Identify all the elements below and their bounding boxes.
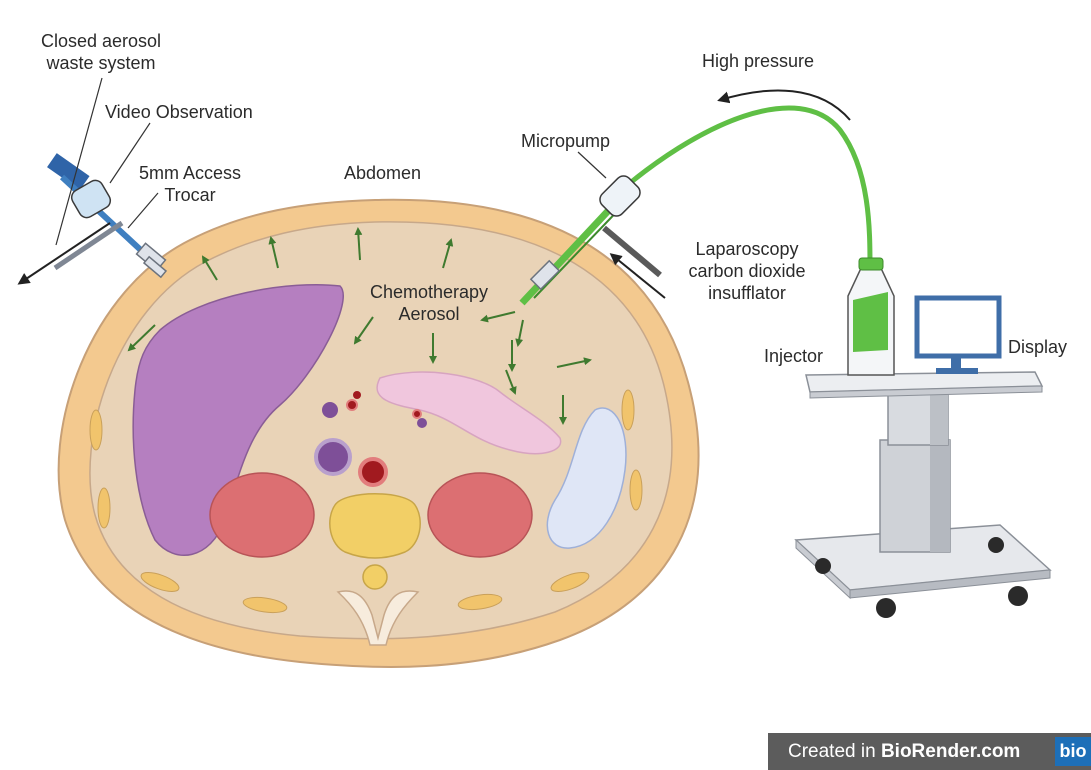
closed-aerosol-label-line1: Closed aerosol — [26, 30, 176, 52]
chemotherapy-aerosol-label-line2: Aerosol — [355, 303, 503, 325]
inferior-vena-cava — [316, 440, 350, 474]
footer-prefix: Created in — [788, 741, 881, 762]
access-trocar-label: 5mm Access Trocar — [128, 162, 252, 206]
biorender-logo: bio — [1055, 737, 1091, 766]
small-artery-2 — [353, 391, 361, 399]
footer-credit: Created in BioRender.com — [768, 741, 1020, 763]
cart-column-lower-side — [930, 440, 950, 552]
micropump-label: Micropump — [521, 130, 610, 152]
biorender-footer: Created in BioRender.com bio — [768, 733, 1091, 770]
insufflator-label-line2: carbon dioxide — [672, 260, 822, 282]
injector-cart — [796, 258, 1050, 618]
left-kidney — [428, 473, 532, 557]
spinal-canal — [363, 565, 387, 589]
insufflator-label-line3: insufflator — [672, 282, 822, 304]
injector-label: Injector — [764, 345, 823, 367]
small-artery-1 — [347, 400, 357, 410]
chemotherapy-aerosol-label-line1: Chemotherapy — [355, 281, 503, 303]
access-trocar-label-line2: Trocar — [128, 184, 252, 206]
micropump-leader — [578, 152, 606, 178]
high-pressure-label: High pressure — [702, 50, 814, 72]
display-base — [936, 368, 978, 374]
right-kidney — [210, 473, 314, 557]
footer-brand[interactable]: BioRender.com — [881, 741, 1020, 762]
access-trocar-label-line1: 5mm Access — [128, 162, 252, 184]
display-label: Display — [1008, 336, 1067, 358]
insufflator-label-line1: Laparoscopy — [672, 238, 822, 260]
vertebral-body — [330, 494, 420, 558]
small-vein-2 — [417, 418, 427, 428]
injector-cap — [859, 258, 883, 270]
small-artery-3 — [413, 410, 421, 418]
trocar-sleeve — [55, 223, 122, 268]
insufflator-label: Laparoscopy carbon dioxide insufflator — [672, 238, 822, 304]
injector-fluid — [853, 292, 888, 352]
abdomen-label: Abdomen — [344, 162, 421, 184]
video-observation-label: Video Observation — [105, 101, 253, 123]
small-vein-1 — [322, 402, 338, 418]
display-stand — [951, 356, 961, 368]
display-monitor — [917, 298, 999, 356]
waste-line — [20, 223, 110, 283]
closed-aerosol-label: Closed aerosol waste system — [26, 30, 176, 74]
closed-aerosol-label-line2: waste system — [26, 52, 176, 74]
aorta — [360, 459, 386, 485]
chemotherapy-aerosol-label: Chemotherapy Aerosol — [355, 281, 503, 325]
